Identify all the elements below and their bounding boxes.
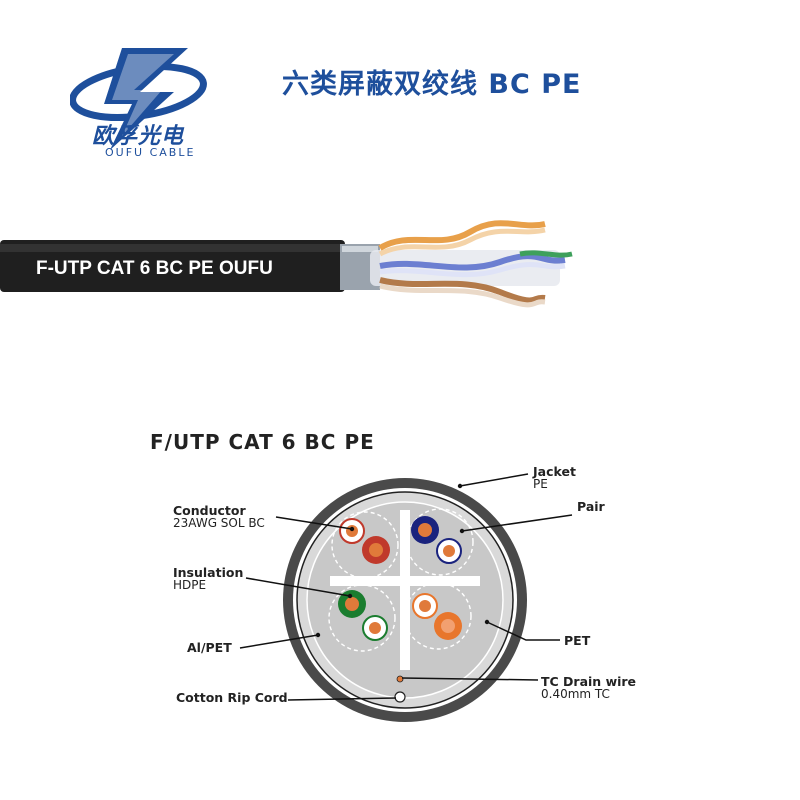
drain-wire — [396, 675, 404, 683]
pet-leader — [486, 621, 560, 641]
label-conductor-spec: 23AWG SOL BC — [173, 516, 265, 530]
rip-cord — [394, 691, 406, 703]
label-jacket-name: Jacket — [533, 464, 576, 479]
pair-leader — [461, 514, 573, 532]
label-pair: Pair — [577, 500, 605, 513]
pair-orange — [412, 593, 462, 640]
oufu-logo — [70, 48, 207, 150]
al-pet-leader — [239, 634, 319, 649]
insulation-leader — [245, 577, 351, 597]
diagram-title: F/UTP CAT 6 BC PE — [150, 430, 375, 454]
logo-lightning-bolt — [104, 48, 188, 150]
logo-name-en: OUFU CABLE — [105, 146, 196, 159]
label-pet-name: PET — [564, 633, 591, 648]
label-insulation-name: Insulation — [173, 565, 244, 580]
pair-green — [338, 590, 388, 641]
page-title: 六类屏蔽双绞线 BC PE — [282, 69, 582, 100]
drain-wire-leader — [401, 677, 539, 681]
label-drain-wire: TC Drain wire 0.40mm TC — [541, 675, 636, 701]
label-drain-wire-spec: 0.40mm TC — [541, 687, 610, 701]
label-rip-cord-name: Cotton Rip Cord — [176, 690, 288, 705]
label-al-pet-name: Al/PET — [187, 640, 232, 655]
label-conductor: Conductor 23AWG SOL BC — [173, 504, 265, 530]
label-jacket-spec: PE — [533, 477, 548, 491]
cable-pair-brown — [379, 277, 546, 304]
label-jacket: Jacket PE — [533, 465, 576, 491]
cable-pair-blue — [379, 253, 566, 271]
cable-jacket — [0, 240, 345, 292]
label-insulation-spec: HDPE — [173, 578, 207, 592]
label-al-pet: Al/PET — [187, 641, 232, 654]
label-pair-name: Pair — [577, 499, 605, 514]
label-insulation: Insulation HDPE — [173, 566, 243, 592]
label-rip-cord: Cotton Rip Cord — [176, 691, 288, 704]
cable-pair-green — [519, 250, 573, 258]
pair-blue — [411, 516, 462, 564]
jacket-leader — [459, 473, 529, 487]
label-conductor-name: Conductor — [173, 503, 246, 518]
cable-photo — [0, 220, 573, 308]
cross-section-diagram — [239, 473, 573, 722]
conductor-leader — [275, 516, 353, 530]
cable-pair-orange — [378, 220, 546, 251]
rip-cord-leader — [287, 697, 397, 701]
label-pet: PET — [564, 634, 590, 647]
cross-separator — [330, 510, 480, 670]
logo-name-cn: 欧孚光电 — [92, 124, 185, 149]
label-drain-wire-name: TC Drain wire — [541, 674, 637, 689]
cable-print-text: F-UTP CAT 6 BC PE OUFU — [36, 258, 273, 279]
